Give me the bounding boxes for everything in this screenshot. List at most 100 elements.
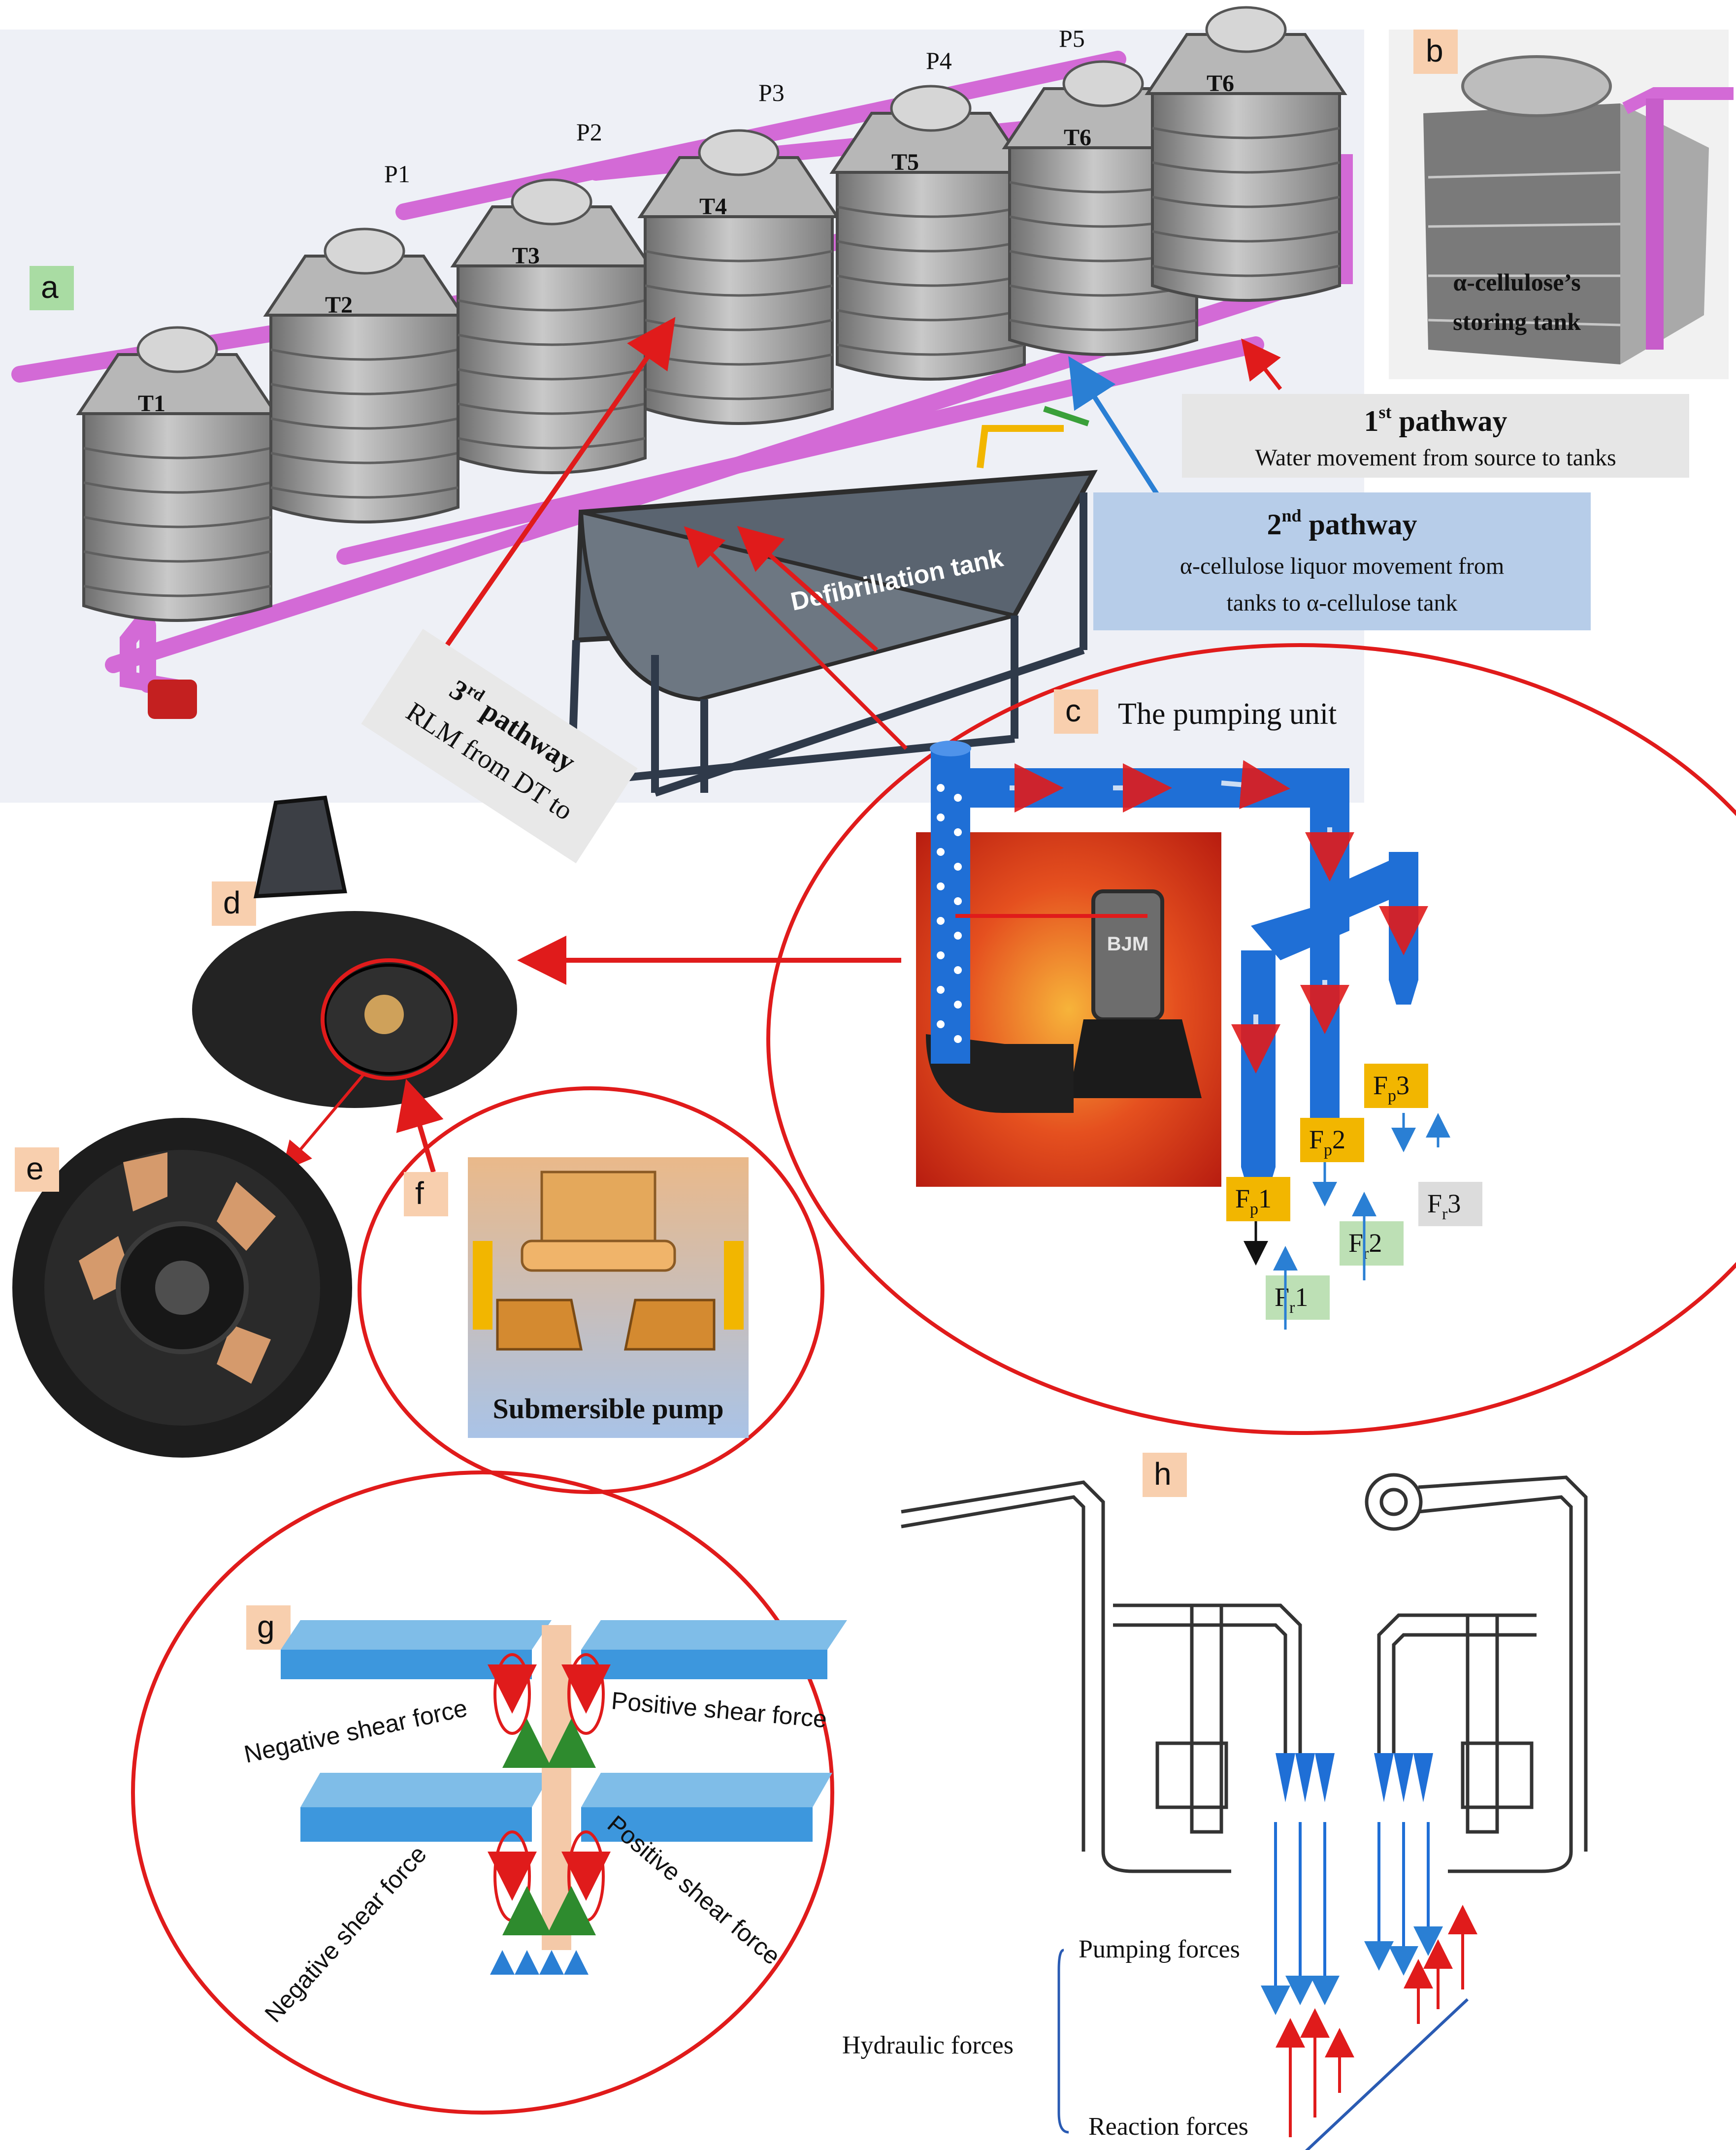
tank-label: T4	[699, 194, 727, 220]
panel-a-tag-box	[30, 266, 74, 310]
pumping-unit-to-tank-arrow	[684, 526, 908, 750]
tank-label: T2	[325, 292, 353, 318]
pathway1-box: 1st pathway Water movement from source t…	[1182, 394, 1689, 478]
shear-plates	[281, 1620, 847, 1950]
pump-label: P3	[758, 79, 785, 106]
force-label-p1: Fp1	[1226, 1177, 1290, 1221]
panel-d: d	[192, 795, 901, 1173]
pathway1-number: 1	[1364, 405, 1378, 437]
nozzle-cones	[1276, 1753, 1433, 1802]
panel-g: g	[131, 1470, 847, 2115]
panel-c-tag: c	[1065, 693, 1081, 728]
tank-4: T4	[637, 129, 840, 425]
negative-shear-top: Negative shear force	[242, 1694, 470, 1768]
pump-label: P5	[1059, 25, 1085, 52]
panel-e-tag: e	[26, 1151, 44, 1186]
panel-f-tag: f	[415, 1175, 424, 1211]
submersible-pump-caption: Submersible pump	[493, 1393, 724, 1425]
svg-text:Fp1: Fp1	[1235, 1184, 1272, 1218]
flow-arrows	[1010, 760, 1428, 1074]
panel-e: e	[12, 1118, 352, 1458]
panel-g-tag: g	[257, 1609, 275, 1644]
panel-h-tag: h	[1154, 1456, 1172, 1492]
reaction-forces-label: Reaction forces	[1088, 2113, 1248, 2141]
pathway1-suffix: st	[1378, 402, 1391, 422]
tank-label: T3	[512, 243, 540, 269]
pathway1-arrow	[1241, 338, 1282, 391]
panel-d-tag-box	[212, 881, 256, 926]
svg-text:Fp2: Fp2	[1309, 1125, 1345, 1159]
tank-7: T6	[1145, 6, 1347, 302]
pump-motor	[1091, 889, 1164, 1021]
force-label-r1: Fr1	[1266, 1275, 1330, 1320]
pathway2-number: 2	[1267, 508, 1281, 541]
panel-b: b α-cellulose’s storing tank	[1389, 30, 1734, 379]
pathway1-description: Water movement from source to tanks	[1255, 445, 1616, 471]
right-pipe-sketch	[1365, 1473, 1588, 1873]
svg-text:1st pathway: 1st pathway	[1364, 402, 1507, 437]
panel-b-tag: b	[1426, 33, 1443, 68]
pathway2-word: pathway	[1301, 508, 1417, 541]
inlet-valve	[148, 680, 197, 719]
impeller-e	[155, 1261, 209, 1315]
force-label-p2: Fp2	[1300, 1118, 1364, 1162]
tank-label: T6	[1207, 70, 1234, 97]
left-pipe-sketch	[901, 1480, 1302, 1873]
f-to-d-arrow	[396, 1078, 444, 1173]
svg-text:Fr2: Fr2	[1348, 1228, 1382, 1263]
panel-d-highlight-ring	[321, 958, 458, 1080]
pathway3-to-tank-arrow	[737, 526, 878, 652]
tank-label: T5	[891, 149, 919, 175]
tank-label: T1	[138, 391, 165, 417]
d-to-e-arrow	[282, 1073, 366, 1172]
reaction-force-arrows	[1276, 1905, 1477, 2137]
pathway3-arrow	[431, 317, 676, 666]
pump-labels: P1 P2 P3 P4 P5	[384, 25, 1085, 188]
panel-h: h	[842, 1453, 1588, 2150]
pump-label: P4	[926, 47, 952, 74]
force-label-r3: Fr3	[1418, 1182, 1482, 1226]
force-label-r2: Fr2	[1340, 1221, 1404, 1266]
pathway1-word: pathway	[1391, 405, 1507, 437]
panel-b-tag-box	[1413, 30, 1458, 74]
panel-e-tag-box	[15, 1147, 59, 1192]
pump-d-motor	[254, 795, 347, 899]
panel-d-tag: d	[223, 885, 241, 920]
pathway2-suffix: nd	[1281, 506, 1301, 525]
pumping-force-arrows	[1261, 1822, 1443, 2015]
storage-tank-label-line1: α-cellulose’s	[1453, 268, 1580, 296]
tank-label: T6	[1064, 125, 1091, 151]
pump-volute	[1069, 1019, 1202, 1098]
panel-a-tag: a	[41, 269, 59, 305]
panel-h-tag-box	[1143, 1453, 1187, 1497]
pathway2-description-line1: α-cellulose liquor movement from	[1180, 553, 1504, 579]
tank-3: T3	[450, 178, 653, 474]
pumping-forces-label: Pumping forces	[1079, 1935, 1240, 1963]
panel-g-ring	[131, 1470, 834, 2115]
pump-label: P1	[384, 160, 410, 188]
pathway2-arrow	[1068, 356, 1165, 504]
force-brace	[1057, 1949, 1069, 2134]
pathway3-box: 3rd pathway RLM from DT to	[361, 629, 638, 864]
pathway2-description-line2: tanks to α-cellulose tank	[1226, 590, 1457, 616]
panel-c-ring	[766, 643, 1736, 1435]
panel-f-tag-box	[404, 1172, 448, 1216]
panel-g-tag-box	[246, 1605, 291, 1650]
pathway2-box: 2nd pathway α-cellulose liquor movement …	[1093, 492, 1591, 630]
storage-tank-label-line2: storing tank	[1453, 308, 1581, 335]
panel-f-ring	[358, 1086, 824, 1494]
svg-text:Fp3: Fp3	[1373, 1071, 1409, 1105]
svg-text:Fr1: Fr1	[1275, 1282, 1308, 1317]
positive-shear-top: Positive shear force	[610, 1687, 828, 1733]
pump-label: P2	[576, 118, 602, 146]
fiber-strand	[542, 1625, 571, 1950]
tank-1: T1	[76, 326, 279, 622]
riser-filter-dots	[937, 784, 962, 1043]
hydraulic-forces-label: Hydraulic forces	[842, 2031, 1014, 2059]
impeller-d	[364, 995, 404, 1034]
svg-text:2nd pathway: 2nd pathway	[1267, 506, 1417, 541]
negative-shear-bottom: Negative shear force	[260, 1840, 432, 2027]
